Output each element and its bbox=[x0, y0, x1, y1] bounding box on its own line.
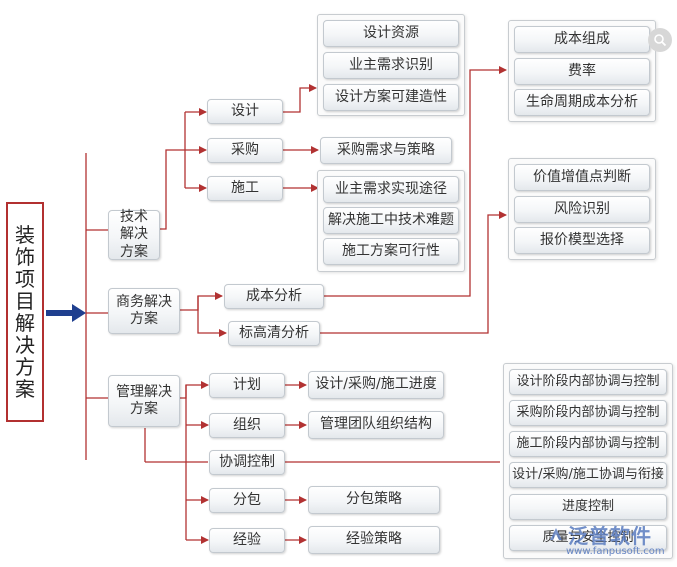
watermark: 泛普软件 www.fanpusoft.com bbox=[546, 520, 672, 560]
design-detail-label: 设计资源 bbox=[363, 24, 419, 41]
bill-detail-label: 报价模型选择 bbox=[540, 231, 624, 248]
plan-detail-label: 设计/采购/施工进度 bbox=[315, 376, 437, 393]
organization-box: 组织 bbox=[209, 413, 285, 438]
coordination-detail-item: 设计阶段内部协调与控制 bbox=[509, 369, 667, 395]
plan-label: 计划 bbox=[233, 376, 261, 393]
coordination-detail-item: 质量与安全控制 bbox=[509, 525, 667, 551]
cost-detail-item: 成本组成 bbox=[514, 26, 650, 53]
management-solution-box: 管理解决方案 bbox=[108, 375, 180, 427]
bill-analysis-label: 标高清分析 bbox=[239, 324, 309, 341]
organization-detail-label: 管理团队组织结构 bbox=[320, 416, 432, 433]
purchase-label: 采购 bbox=[231, 141, 259, 158]
coordination-box: 协调控制 bbox=[209, 450, 285, 475]
experience-detail-item: 经验策略 bbox=[308, 526, 440, 554]
purchase-box: 采购 bbox=[207, 138, 283, 163]
main-arrow bbox=[46, 304, 86, 322]
experience-box: 经验 bbox=[209, 528, 285, 553]
plan-box: 计划 bbox=[209, 373, 285, 398]
construction-detail-label: 施工方案可行性 bbox=[342, 242, 440, 259]
plan-detail-item: 设计/采购/施工进度 bbox=[308, 371, 444, 399]
design-detail-item: 设计资源 bbox=[323, 20, 459, 47]
bill-detail-item: 价值增值点判断 bbox=[514, 164, 650, 191]
coordination-detail-label: 设计/采购/施工协调与衔接 bbox=[512, 466, 664, 482]
coordination-detail-item: 进度控制 bbox=[509, 494, 667, 520]
construction-box: 施工 bbox=[207, 176, 283, 201]
bill-detail-label: 价值增值点判断 bbox=[533, 168, 631, 185]
design-box: 设计 bbox=[207, 99, 283, 124]
cost-detail-item: 费率 bbox=[514, 58, 650, 85]
zoom-icon bbox=[654, 34, 667, 47]
construction-detail-item: 解决施工中技术难题 bbox=[323, 207, 459, 234]
coordination-label: 协调控制 bbox=[219, 453, 275, 470]
coordination-detail-label: 设计阶段内部协调与控制 bbox=[516, 373, 660, 389]
coordination-detail-label: 采购阶段内部协调与控制 bbox=[516, 404, 660, 420]
design-detail-label: 业主需求识别 bbox=[349, 56, 433, 73]
coordination-detail-item: 设计/采购/施工协调与衔接 bbox=[509, 462, 667, 488]
design-label: 设计 bbox=[231, 102, 259, 119]
bill-detail-item: 报价模型选择 bbox=[514, 227, 650, 254]
root-solution-box: 装饰项目解决方案 bbox=[6, 202, 44, 422]
design-detail-label: 设计方案可建造性 bbox=[335, 88, 447, 105]
subcontract-detail-label: 分包策略 bbox=[346, 491, 402, 508]
tech-solution-box: 技术解决方案 bbox=[108, 208, 160, 260]
subcontract-label: 分包 bbox=[233, 491, 261, 508]
subcontract-detail-item: 分包策略 bbox=[308, 486, 440, 514]
management-solution-label: 管理解决方案 bbox=[116, 383, 172, 418]
coordination-detail-label: 进度控制 bbox=[561, 498, 614, 514]
bill-detail-label: 风险识别 bbox=[554, 200, 610, 217]
watermark-url: www.fanpusoft.com bbox=[566, 546, 665, 557]
construction-detail-label: 业主需求实现途径 bbox=[335, 180, 447, 197]
root-label: 装饰项目解决方案 bbox=[15, 223, 35, 401]
coordination-detail-item: 采购阶段内部协调与控制 bbox=[509, 400, 667, 426]
construction-detail-label: 解决施工中技术难题 bbox=[328, 211, 454, 228]
cost-detail-item: 生命周期成本分析 bbox=[514, 89, 650, 116]
coordination-detail-label: 质量与安全控制 bbox=[542, 529, 634, 545]
business-solution-label: 商务解决方案 bbox=[116, 293, 172, 328]
construction-label: 施工 bbox=[231, 179, 259, 196]
watermark-name: 泛普软件 bbox=[568, 524, 652, 548]
bill-analysis-box: 标高清分析 bbox=[228, 321, 320, 346]
design-detail-item: 设计方案可建造性 bbox=[323, 84, 459, 111]
zoom-button[interactable] bbox=[648, 28, 672, 52]
tech-solution-label: 技术解决方案 bbox=[120, 208, 148, 260]
coordination-detail-item: 施工阶段内部协调与控制 bbox=[509, 431, 667, 457]
business-solution-box: 商务解决方案 bbox=[108, 288, 180, 334]
cost-detail-label: 成本组成 bbox=[554, 30, 610, 47]
cost-analysis-box: 成本分析 bbox=[224, 284, 324, 309]
coordination-detail-label: 施工阶段内部协调与控制 bbox=[516, 435, 660, 451]
bill-detail-item: 风险识别 bbox=[514, 196, 650, 223]
subcontract-box: 分包 bbox=[209, 488, 285, 513]
experience-label: 经验 bbox=[233, 531, 261, 548]
experience-detail-label: 经验策略 bbox=[346, 531, 402, 548]
purchase-detail-label: 采购需求与策略 bbox=[337, 141, 435, 158]
construction-detail-item: 施工方案可行性 bbox=[323, 238, 459, 265]
cost-analysis-label: 成本分析 bbox=[246, 287, 302, 304]
organization-detail-item: 管理团队组织结构 bbox=[308, 411, 444, 439]
design-detail-item: 业主需求识别 bbox=[323, 52, 459, 79]
cost-detail-label: 费率 bbox=[568, 62, 596, 79]
purchase-detail-item: 采购需求与策略 bbox=[320, 137, 452, 164]
organization-label: 组织 bbox=[233, 416, 261, 433]
logo-icon bbox=[550, 528, 562, 540]
construction-detail-item: 业主需求实现途径 bbox=[323, 176, 459, 203]
cost-detail-label: 生命周期成本分析 bbox=[526, 93, 638, 110]
